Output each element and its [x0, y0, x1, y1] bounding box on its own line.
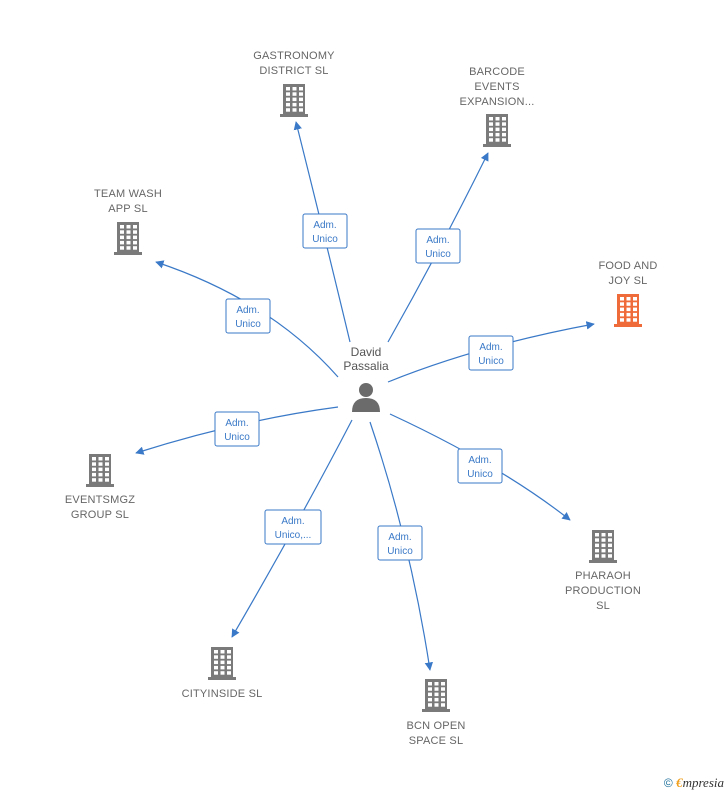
building-icon	[280, 84, 308, 117]
company-label: FOOD AND	[598, 260, 657, 272]
edge-label-bcnopen[interactable]: Adm. Unico	[377, 525, 423, 561]
nodes-layer: GASTRONOMY DISTRICT SL BARCODE EVENTS EXPANS…	[65, 50, 657, 747]
company-node-cityinside[interactable]: CITYINSIDE SL	[182, 647, 263, 700]
company-label: BARCODE	[469, 66, 525, 78]
brand-logo: €mpresia	[676, 775, 724, 790]
brand-initial: €	[676, 775, 683, 790]
edge-label-text: Adm.	[225, 418, 248, 429]
company-label: DISTRICT SL	[259, 65, 328, 77]
company-label: SL	[596, 600, 610, 612]
edge-label-text: Unico	[425, 249, 451, 260]
edge-label-box	[225, 298, 271, 334]
edge-label-gastronomy[interactable]: Adm. Unico	[302, 213, 348, 249]
edge-label-text: Unico	[312, 234, 338, 245]
company-node-pharaoh[interactable]: PHARAOH PRODUCTION SL	[565, 530, 641, 612]
company-label: BCN OPEN	[406, 720, 465, 732]
edge-label-box	[214, 411, 260, 447]
edge-label-box	[264, 509, 322, 545]
edge-label-box	[457, 448, 503, 484]
company-label: GASTRONOMY	[253, 50, 335, 62]
edge-label-eventsmgz[interactable]: Adm. Unico	[214, 411, 260, 447]
company-label: APP SL	[108, 203, 148, 215]
company-label: PHARAOH	[575, 570, 631, 582]
edge-label-text: Adm.	[426, 235, 449, 246]
company-label: PRODUCTION	[565, 585, 641, 597]
company-node-barcode[interactable]: BARCODE EVENTS EXPANSION...	[460, 66, 535, 147]
copyright-footer: © €mpresia	[664, 775, 724, 791]
edge-label-text: Adm.	[313, 220, 336, 231]
edge-label-barcode[interactable]: Adm. Unico	[415, 228, 461, 264]
edge-label-text: Adm.	[479, 342, 502, 353]
person-name: David	[351, 345, 382, 359]
building-icon	[114, 222, 142, 255]
company-label: JOY SL	[609, 275, 648, 287]
company-node-teamwash[interactable]: TEAM WASH APP SL	[94, 188, 162, 255]
edge-label-text: Unico	[224, 432, 250, 443]
edge-label-text: Unico	[467, 469, 493, 480]
building-icon	[589, 530, 617, 563]
company-node-eventsmgz[interactable]: EVENTSMGZ GROUP SL	[65, 454, 135, 521]
edge-label-text: Adm.	[236, 305, 259, 316]
company-label: TEAM WASH	[94, 188, 162, 200]
building-icon	[422, 679, 450, 712]
edge-label-foodjoy[interactable]: Adm. Unico	[468, 335, 514, 371]
building-icon	[614, 294, 642, 327]
edge-label-text: Adm.	[281, 516, 304, 527]
edge-label-box	[415, 228, 461, 264]
company-node-gastronomy[interactable]: GASTRONOMY DISTRICT SL	[253, 50, 335, 117]
building-icon	[483, 114, 511, 147]
company-node-bcnopen[interactable]: BCN OPEN SPACE SL	[406, 679, 465, 747]
person-icon	[352, 383, 380, 412]
edge-label-box	[468, 335, 514, 371]
company-label: EVENTSMGZ	[65, 494, 135, 506]
edge-label-text: Unico	[387, 546, 413, 557]
edge-label-text: Unico	[478, 356, 504, 367]
edge-label-text: Adm.	[468, 455, 491, 466]
company-label: SPACE SL	[409, 735, 464, 747]
company-label: EVENTS	[474, 81, 519, 93]
company-label: CITYINSIDE SL	[182, 688, 263, 700]
company-label: EXPANSION...	[460, 96, 535, 108]
edge-label-box	[377, 525, 423, 561]
edge-label-text: Adm.	[388, 532, 411, 543]
person-name: Passalia	[343, 359, 389, 373]
edge-label-box	[302, 213, 348, 249]
building-icon	[208, 647, 236, 680]
edge-label-cityinside[interactable]: Adm. Unico,...	[264, 509, 322, 545]
brand-name: mpresia	[682, 775, 724, 790]
building-icon	[86, 454, 114, 487]
edge-label-teamwash[interactable]: Adm. Unico	[225, 298, 271, 334]
company-node-foodjoy[interactable]: FOOD AND JOY SL	[598, 260, 657, 327]
company-label: GROUP SL	[71, 509, 129, 521]
edge-label-pharaoh[interactable]: Adm. Unico	[457, 448, 503, 484]
copyright-symbol: ©	[663, 776, 673, 790]
edge-label-text: Unico	[235, 319, 261, 330]
edge-label-text: Unico,...	[275, 530, 312, 541]
